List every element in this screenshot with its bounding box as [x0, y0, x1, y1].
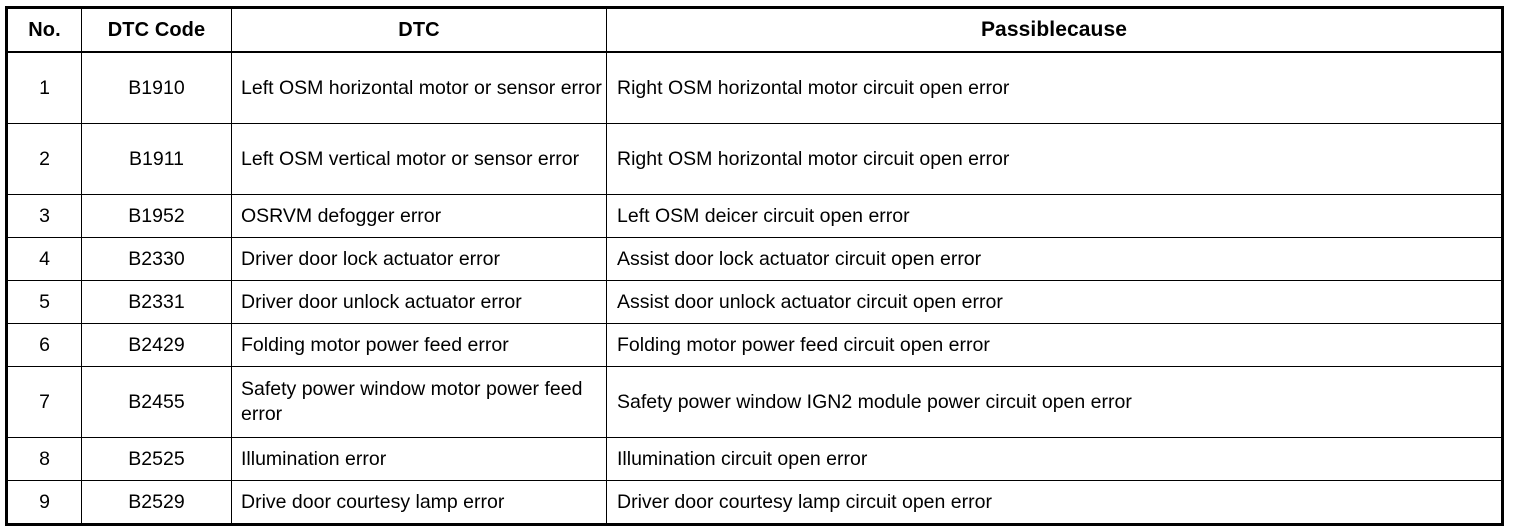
cell-passiblecause: Illumination circuit open error — [606, 437, 1503, 481]
column-header-dtc: DTC — [231, 7, 607, 53]
cell-passiblecause: Assist door unlock actuator circuit open… — [606, 280, 1503, 324]
cell-dtc-code: B2331 — [81, 280, 232, 324]
table-row: 7 B2455 Safety power window motor power … — [6, 366, 1503, 438]
cell-dtc: Drive door courtesy lamp error — [231, 480, 607, 525]
column-header-passiblecause: Passiblecause — [606, 7, 1503, 53]
cell-dtc: Safety power window motor power feed err… — [231, 366, 607, 438]
cell-dtc: Driver door lock actuator error — [231, 237, 607, 281]
cell-passiblecause: Left OSM deicer circuit open error — [606, 194, 1503, 238]
cell-passiblecause: Safety power window IGN2 module power ci… — [606, 366, 1503, 438]
table-row: 8 B2525 Illumination error Illumination … — [6, 437, 1503, 481]
cell-no: 9 — [6, 480, 82, 525]
cell-no: 8 — [6, 437, 82, 481]
cell-no: 4 — [6, 237, 82, 281]
cell-no: 5 — [6, 280, 82, 324]
cell-no: 7 — [6, 366, 82, 438]
cell-passiblecause: Driver door courtesy lamp circuit open e… — [606, 480, 1503, 525]
table-row: 2 B1911 Left OSM vertical motor or senso… — [6, 123, 1503, 195]
table-row: 3 B1952 OSRVM defogger error Left OSM de… — [6, 194, 1503, 238]
table-header: No. DTC Code DTC Passiblecause — [6, 7, 1503, 53]
table-row: 9 B2529 Drive door courtesy lamp error D… — [6, 480, 1503, 525]
column-header-dtc-code: DTC Code — [81, 7, 232, 53]
cell-dtc: Left OSM horizontal motor or sensor erro… — [231, 51, 607, 124]
cell-dtc: OSRVM defogger error — [231, 194, 607, 238]
cell-passiblecause: Folding motor power feed circuit open er… — [606, 323, 1503, 367]
header-row: No. DTC Code DTC Passiblecause — [6, 7, 1503, 53]
cell-no: 1 — [6, 51, 82, 124]
cell-passiblecause: Right OSM horizontal motor circuit open … — [606, 123, 1503, 195]
cell-no: 2 — [6, 123, 82, 195]
cell-dtc-code: B2429 — [81, 323, 232, 367]
cell-dtc: Folding motor power feed error — [231, 323, 607, 367]
cell-dtc: Driver door unlock actuator error — [231, 280, 607, 324]
table-row: 6 B2429 Folding motor power feed error F… — [6, 323, 1503, 367]
dtc-table: No. DTC Code DTC Passiblecause 1 B1910 L… — [5, 6, 1504, 526]
cell-passiblecause: Assist door lock actuator circuit open e… — [606, 237, 1503, 281]
cell-dtc-code: B2455 — [81, 366, 232, 438]
cell-dtc: Left OSM vertical motor or sensor error — [231, 123, 607, 195]
cell-dtc-code: B1911 — [81, 123, 232, 195]
cell-no: 6 — [6, 323, 82, 367]
cell-dtc-code: B2525 — [81, 437, 232, 481]
cell-dtc: Illumination error — [231, 437, 607, 481]
cell-no: 3 — [6, 194, 82, 238]
cell-passiblecause: Right OSM horizontal motor circuit open … — [606, 51, 1503, 124]
table-body: 1 B1910 Left OSM horizontal motor or sen… — [6, 51, 1503, 525]
table-row: 5 B2331 Driver door unlock actuator erro… — [6, 280, 1503, 324]
cell-dtc-code: B2330 — [81, 237, 232, 281]
table-row: 1 B1910 Left OSM horizontal motor or sen… — [6, 51, 1503, 124]
cell-dtc-code: B2529 — [81, 480, 232, 525]
cell-dtc-code: B1952 — [81, 194, 232, 238]
column-header-no: No. — [6, 7, 82, 53]
table-row: 4 B2330 Driver door lock actuator error … — [6, 237, 1503, 281]
cell-dtc-code: B1910 — [81, 51, 232, 124]
